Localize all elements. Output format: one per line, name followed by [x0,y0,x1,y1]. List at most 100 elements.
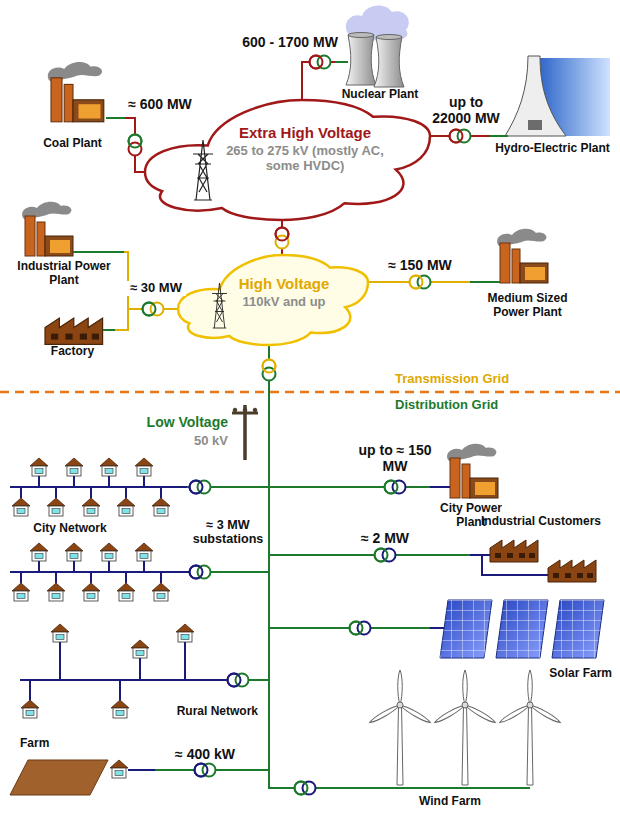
grid-node: Nuclear Plant [335,5,425,105]
wind-wiring [335,787,530,789]
wind-turbine [499,670,562,785]
voltage-cloud: Extra High Voltage 265 to 275 kV (mostly … [145,100,430,220]
grid-node: Industrial Customers [470,515,612,587]
customer-wiring [470,555,548,575]
plant-wire [103,329,115,331]
transformer-symbol [385,481,406,494]
cooling-tower [346,33,376,86]
node-label: Solar Farm [430,667,612,681]
transformer-symbol [310,56,331,69]
grid-node: Solar Farm [430,595,612,685]
utility-pole [232,405,258,460]
wind-turbine [434,670,497,785]
cloud-shape [178,255,368,345]
power-rating: ≈ 400 kW [167,746,243,762]
node-label: High Voltage [231,275,337,292]
substation-feed [207,571,269,573]
power-rating: ≈ 2 MW [355,530,415,546]
plant-wire [335,61,348,63]
grid-node: Coal Plant [20,55,125,160]
power-line [125,118,145,172]
transformer-symbol [129,135,142,156]
factory-icon [548,560,596,582]
node-text: Farm [20,737,80,751]
farm-wire [128,769,155,771]
transformer-symbol [276,228,289,249]
grid-node: Hydro-Electric Plant [490,50,615,160]
node-label: Extra High Voltage [225,124,385,141]
grid-node: Medium Sized Power Plant [470,205,585,325]
grid-node: Wind Farm [335,668,565,811]
power-line [260,345,269,680]
node-text: Industrial Power Plant [4,260,124,288]
node-text: High Voltage110kV and up [231,275,337,310]
farm-house [110,760,128,778]
power-rating: up to ≈ 150 MW [355,442,435,474]
node-text: Coal Plant [20,137,125,151]
grid-node: Farm [5,735,155,805]
node-text: Medium Sized Power Plant [470,292,585,320]
power-rating: ≈ 600 MW [120,96,200,112]
transformer-symbol [295,782,316,795]
node-label: Farm [20,737,80,751]
node-label: Industrial Customers [470,515,612,529]
power-line [269,345,430,628]
rural-wiring [20,642,231,700]
factory-icon [45,318,103,344]
transformer-symbol [190,481,211,494]
power-rating: ≈ 30 MW [126,281,186,296]
node-text: Extra High Voltage 265 to 275 kV (mostly … [225,124,385,174]
node-label: Hydro-Electric Plant [490,142,615,156]
grid-node: Industrial Power Plant [4,198,124,308]
node-text: Hydro-Electric Plant [490,142,615,156]
plant-wire [73,251,124,253]
node-text: Solar Farm [430,667,612,681]
power-rating: 600 - 1700 MW [235,34,345,50]
transformer-symbol [143,303,164,316]
transformer-symbol [190,566,211,579]
plant-wire [430,627,444,629]
cloud-shape [145,100,430,220]
power-line [155,345,269,770]
farm-field [10,760,108,795]
node-sublabel: 265 to 275 kV (mostly AC, some HVDC) [225,144,385,174]
node-text: Rural Network [158,705,258,719]
rural-houses [21,624,194,718]
city-wiring [10,476,193,583]
node-text: City Network [15,522,125,536]
power-rating: ≈ 3 MW substations [189,518,267,547]
pylon-icon [212,283,227,328]
factory-icon [490,540,538,562]
grid-label: 50 kV [120,434,228,449]
wind-turbine [369,670,432,785]
node-label: Rural Network [158,705,258,719]
city-plant-icon [447,444,498,498]
city-houses [12,458,170,601]
grid-label: Transmission Grid [395,372,555,387]
cooling-tower [374,35,404,88]
node-label: Wind Farm [335,795,565,809]
pylon-icon [193,140,213,200]
plant-wire [430,486,450,488]
dam-gate [528,120,542,130]
grid-label: Distribution Grid [395,398,555,413]
transformer-symbol [228,674,249,687]
node-text: Factory [30,345,115,359]
medium-plant-icon [497,229,548,283]
node-text: Nuclear Plant [335,88,425,102]
transformer-symbol [263,360,276,381]
power-line [269,345,335,788]
plant-wire [106,117,125,119]
node-label: Coal Plant [20,137,125,151]
dam-wall [505,56,566,136]
node-label: Medium Sized Power Plant [470,292,585,320]
industrial-plant-icon [22,202,73,256]
plant-wire [490,135,508,137]
grid-node: Rural Network [8,612,260,724]
transformer-symbol [350,622,371,635]
transformer-symbol [195,764,216,777]
node-label: Nuclear Plant [335,88,425,102]
transformer-symbol [410,276,431,289]
node-label: City Network [15,522,125,536]
node-label: Factory [30,345,115,359]
